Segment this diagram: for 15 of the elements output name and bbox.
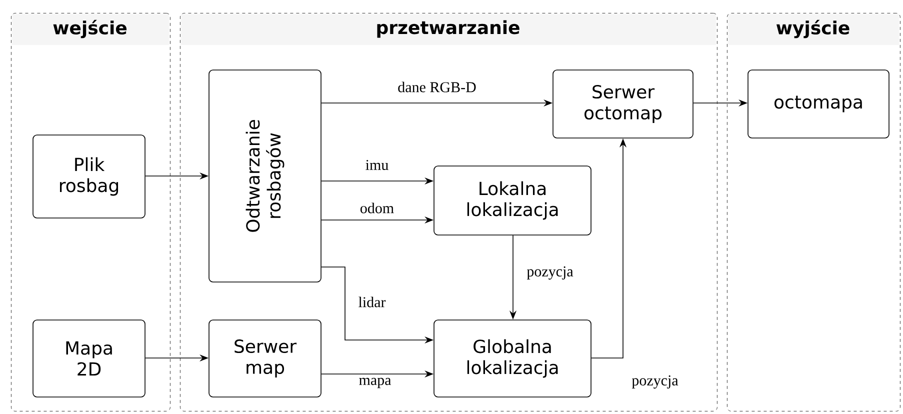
edge-label: lidar — [357, 296, 387, 308]
process-box: Lokalna lokalizacja — [434, 166, 592, 236]
process-box: Globalna lokalizacja — [434, 320, 592, 398]
process-box: Mapa 2D — [32, 320, 146, 398]
edge-label: pozycja — [630, 374, 680, 390]
edge-label: mapa — [358, 376, 392, 390]
edge-label: pozycja — [526, 265, 574, 281]
edge-label: odom — [358, 202, 396, 214]
process-box: Serwer octomap — [552, 70, 694, 138]
edge-label: dane RGB-D — [396, 80, 478, 94]
process-box: Odtwarzanie rosbagów — [208, 70, 322, 282]
edge-label: imu — [364, 158, 390, 172]
process-box: Plik rosbag — [32, 134, 146, 218]
process-box: Serwer map — [208, 320, 322, 398]
process-box: octomapa — [748, 70, 890, 138]
